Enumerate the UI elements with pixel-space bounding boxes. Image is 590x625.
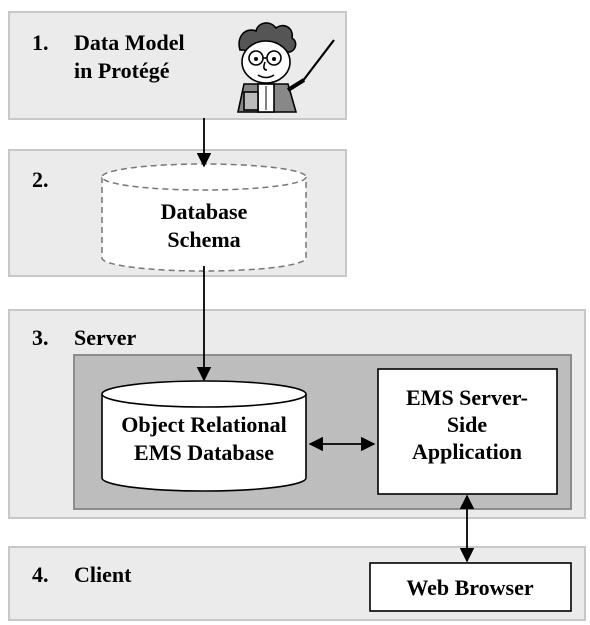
ems-database-cylinder xyxy=(101,380,307,492)
panel-1-title-line1: Data Model xyxy=(74,30,185,55)
panel-data-model-box xyxy=(8,11,347,120)
panel-database-schema: 2. Database Schema xyxy=(8,149,347,277)
server-application-box xyxy=(377,368,558,495)
panel-data-model: 1. Data Model in Protégé xyxy=(8,11,347,120)
panel-4-number: 4. xyxy=(32,562,49,587)
panel-3-number: 3. xyxy=(32,325,49,350)
server-app-label-line1: EMS Server- xyxy=(406,385,528,410)
web-browser-box xyxy=(369,562,572,612)
server-app-label-line2: Side xyxy=(447,412,488,437)
panel-2-number: 2. xyxy=(32,167,49,192)
panel-1-title-line2: in Protégé xyxy=(74,58,170,83)
flow-arrows xyxy=(196,118,475,563)
schema-label-line2: Schema xyxy=(167,227,240,252)
teacher-with-pointer-icon xyxy=(237,22,335,113)
ems-database-label-line2: EMS Database xyxy=(134,440,274,465)
panel-3-title: Server xyxy=(74,325,137,350)
panel-4-title: Client xyxy=(74,562,132,587)
panel-server: 3. Server Object Relational EMS Database… xyxy=(8,309,586,519)
panel-client: 4. Client Web Browser xyxy=(8,546,586,621)
ems-database-label-line1: Object Relational xyxy=(121,412,287,437)
database-schema-cylinder xyxy=(101,163,307,272)
web-browser-label: Web Browser xyxy=(406,575,534,600)
schema-label-line1: Database xyxy=(161,199,248,224)
panel-1-number: 1. xyxy=(32,30,49,55)
server-app-label-line3: Application xyxy=(412,439,522,464)
